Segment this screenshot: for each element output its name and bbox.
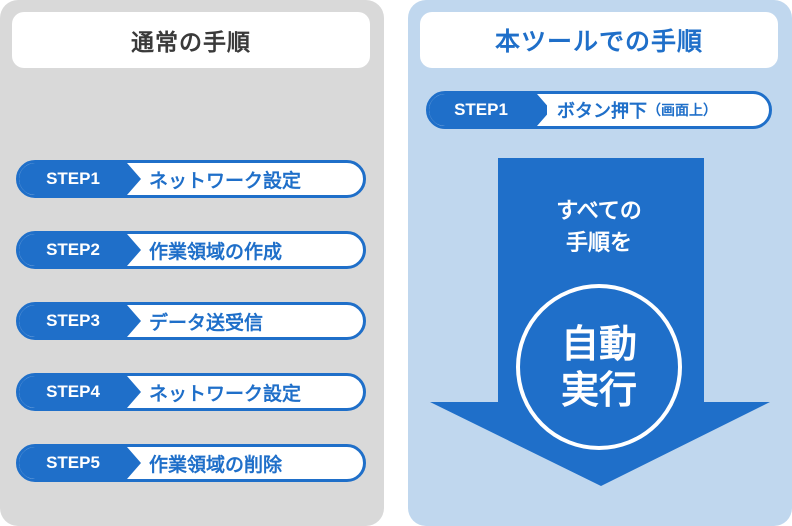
step-label-main: ボタン押下 [557, 101, 647, 122]
step-tag: STEP1 [429, 94, 547, 126]
circle-text-line-2: 実行 [560, 368, 637, 412]
step-label: ネットワーク設定 [149, 169, 302, 192]
normal-procedure-title: 通常の手順 [12, 12, 370, 68]
step-label: 作業領域の作成 [149, 240, 283, 263]
normal-step-2: STEP2 作業領域の作成 [16, 231, 366, 269]
step-label-note: （画面上） [647, 103, 717, 119]
auto-execute-circle: 自動 実行 [516, 284, 682, 450]
circle-text-line-1: 自動 [560, 322, 637, 366]
step-tag: STEP1 [19, 163, 141, 195]
tool-procedure-title: 本ツールでの手順 [420, 12, 778, 68]
normal-step-3: STEP3 データ送受信 [16, 302, 366, 340]
step-tag: STEP3 [19, 305, 141, 337]
step-label: ネットワーク設定 [149, 382, 302, 405]
arrow-text-line-2: 手順を [565, 231, 632, 256]
normal-step-1: STEP1 ネットワーク設定 [16, 160, 366, 198]
normal-step-5: STEP5 作業領域の削除 [16, 444, 366, 482]
step-tag: STEP4 [19, 376, 141, 408]
step-label: ボタン押下 （画面上） [557, 94, 761, 126]
step-tag: STEP5 [19, 447, 141, 479]
step-tag: STEP2 [19, 234, 141, 266]
normal-step-4: STEP4 ネットワーク設定 [16, 373, 366, 411]
step-label: データ送受信 [149, 311, 264, 334]
tool-step-1: STEP1 ボタン押下 （画面上） [426, 91, 772, 129]
arrow-text-line-1: すべての [556, 199, 642, 224]
step-label: 作業領域の削除 [149, 453, 283, 476]
